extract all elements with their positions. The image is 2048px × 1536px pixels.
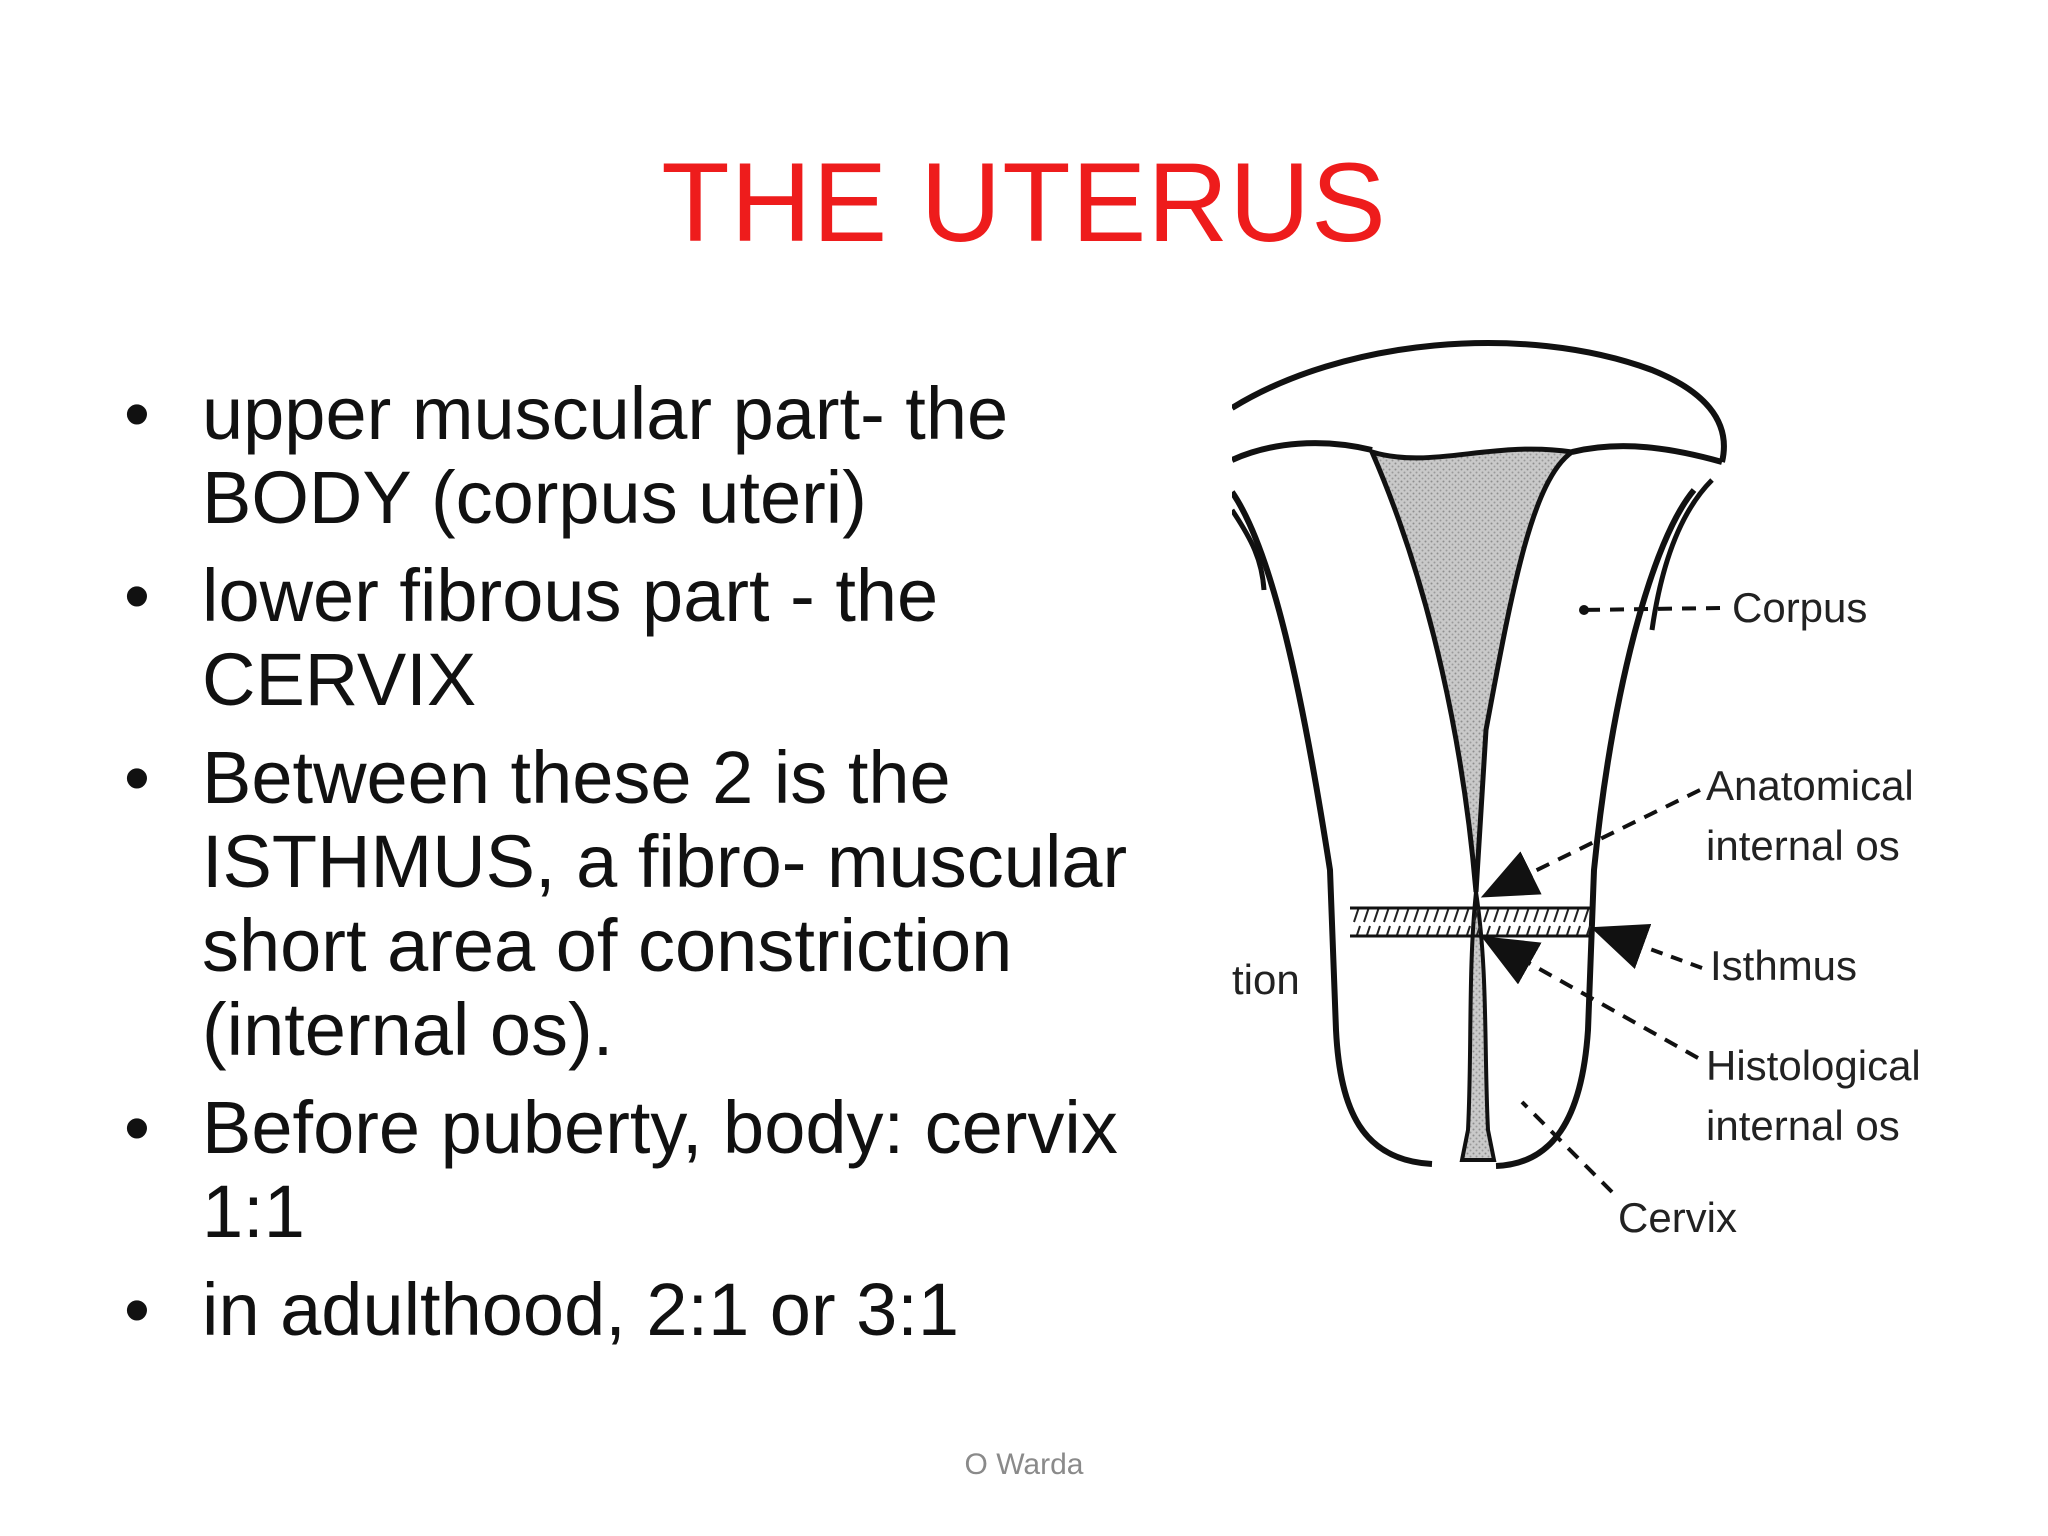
slide-title: THE UTERUS xyxy=(661,140,1387,265)
uterine-cavity xyxy=(1367,446,1579,893)
label-cut-off: tion xyxy=(1232,956,1300,1003)
label-cervix: Cervix xyxy=(1618,1194,1737,1241)
label-anatomical-line1: Anatomical xyxy=(1706,762,1914,809)
bullet-icon: • xyxy=(124,736,150,819)
uterus-diagram-svg: Corpus Anatomical internal os Isthmus Hi… xyxy=(1232,340,1921,1241)
label-anatomical-line2: internal os xyxy=(1706,822,1900,869)
bullet-item: • upper muscular part- the BODY (corpus … xyxy=(116,372,1216,540)
left-outer-wall xyxy=(1232,490,1433,1167)
left-body-outline xyxy=(1232,508,1267,591)
bullet-icon: • xyxy=(124,554,150,637)
isthmus-band xyxy=(1352,908,1592,936)
bullet-item: • Before puberty, body: cervix 1:1 xyxy=(116,1086,1216,1254)
bullet-item: • in adulthood, 2:1 or 3:1 xyxy=(116,1268,1216,1352)
inner-top-outline xyxy=(1232,440,1373,463)
bullet-text: upper muscular part- the BODY (corpus ut… xyxy=(202,372,1009,539)
bullet-item: • lower fibrous part - the CERVIX xyxy=(116,554,1216,722)
label-histological-line2: internal os xyxy=(1706,1102,1900,1149)
histological-os-arrow xyxy=(1481,936,1699,1060)
bullet-text: in adulthood, 2:1 or 3:1 xyxy=(202,1268,960,1351)
slide-footer: O Warda xyxy=(964,1448,1084,1481)
bullet-icon: • xyxy=(124,372,150,455)
bullet-text: lower fibrous part - the CERVIX xyxy=(202,554,939,721)
bullet-text: Between these 2 is the ISTHMUS, a fibro-… xyxy=(202,736,1128,1071)
label-corpus: Corpus xyxy=(1732,584,1867,631)
cervix-pointer xyxy=(1520,1100,1614,1194)
fundus-outline xyxy=(1232,340,1727,463)
bullet-icon: • xyxy=(124,1086,150,1169)
corpus-pointer xyxy=(1579,606,1721,612)
bullet-item: • Between these 2 is the ISTHMUS, a fibr… xyxy=(116,736,1216,1072)
inner-top-right-outline xyxy=(1571,443,1723,465)
right-body-outline xyxy=(1649,478,1714,631)
isthmus-arrow xyxy=(1590,923,1703,970)
label-histological-line1: Histological xyxy=(1706,1042,1921,1089)
bullet-text: Before puberty, body: cervix 1:1 xyxy=(202,1086,1118,1253)
uterus-diagram: Corpus Anatomical internal os Isthmus Hi… xyxy=(1232,330,1952,1290)
label-isthmus: Isthmus xyxy=(1710,942,1857,989)
bullet-icon: • xyxy=(124,1268,150,1351)
bullet-list: • upper muscular part- the BODY (corpus … xyxy=(116,372,1216,1366)
right-outer-wall xyxy=(1495,488,1697,1169)
anatomical-os-arrow xyxy=(1480,788,1701,898)
